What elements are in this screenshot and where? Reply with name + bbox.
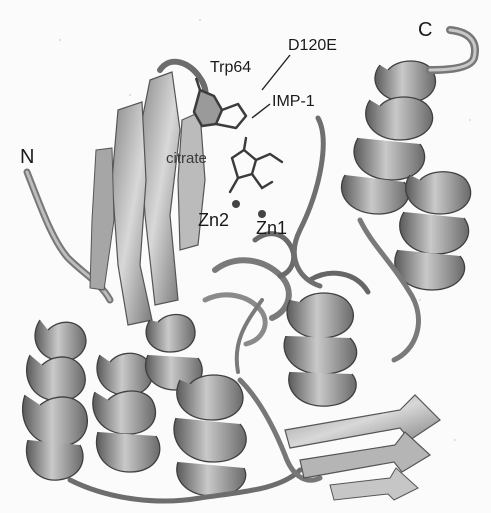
beta-sheet-left: [90, 72, 205, 325]
central-strands: [205, 234, 294, 344]
d120e-label: D120E: [288, 37, 337, 54]
zn1-atom: [258, 210, 266, 218]
trp64-label: Trp64: [210, 59, 251, 76]
zn2-label: Zn2: [198, 210, 229, 230]
zn2-atom: [232, 200, 240, 208]
zn1-label: Zn1: [256, 218, 287, 238]
citrate-molecule: [230, 138, 282, 192]
citrate-label: citrate: [166, 150, 207, 167]
imp1-label: IMP-1: [272, 93, 315, 110]
d120e-leader-line: [262, 55, 290, 90]
helix-center-lower: [174, 375, 246, 496]
beta-sheet-lower-right: [285, 395, 440, 500]
imp1-leader-line: [252, 104, 270, 118]
n-terminus-label: N: [20, 146, 34, 168]
right-loops: [294, 118, 323, 286]
helix-right-center: [284, 273, 368, 406]
helix-left-1: [23, 320, 88, 480]
helix-far-right: [395, 172, 471, 290]
helix-left-3: [146, 315, 203, 391]
c-terminus-label: C: [418, 19, 432, 41]
